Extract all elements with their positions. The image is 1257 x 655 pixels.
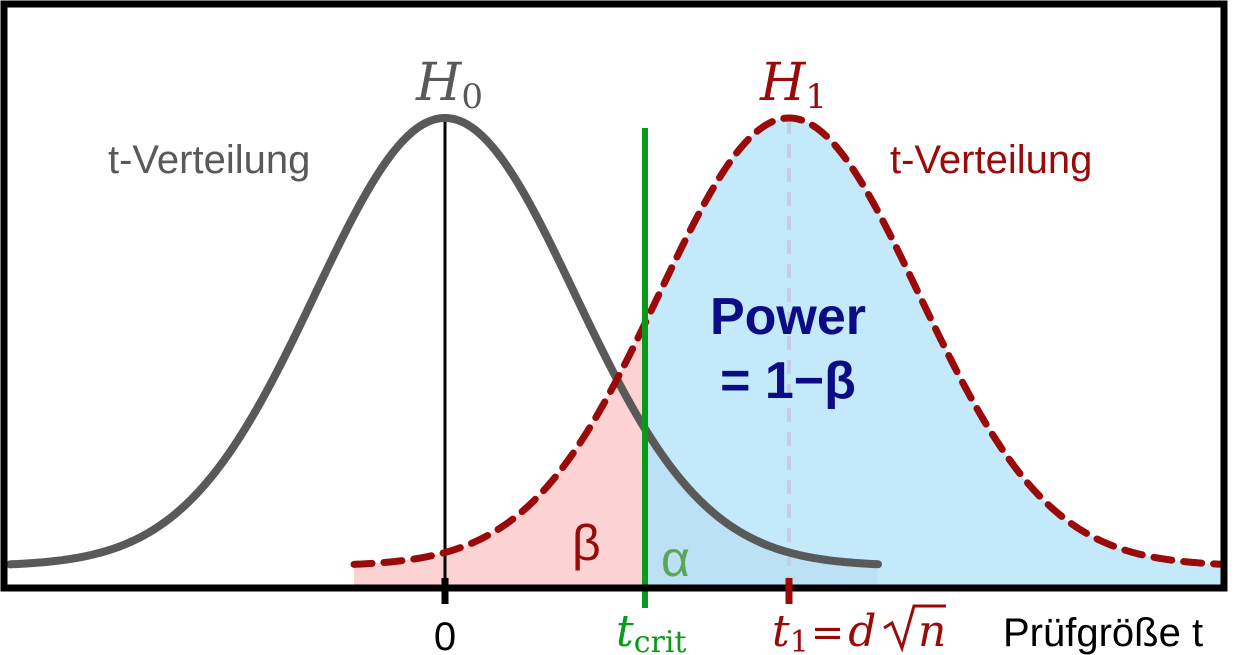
h1-curve bbox=[350, 114, 1226, 568]
h0-distribution-label: t-Verteilung bbox=[108, 138, 310, 182]
alpha-label: α bbox=[661, 531, 690, 587]
h1-label: H1 bbox=[759, 53, 827, 117]
power-label: Power bbox=[710, 288, 866, 346]
tick-zero-label: 0 bbox=[434, 615, 456, 655]
alpha-area bbox=[645, 428, 878, 588]
h1-distribution-label: t-Verteilung bbox=[890, 138, 1092, 182]
tcrit-label: tcrit bbox=[616, 606, 686, 655]
power-formula: = 1−β bbox=[720, 352, 856, 410]
beta-area bbox=[354, 325, 645, 588]
t1-formula: t1=d n bbox=[772, 604, 946, 655]
plot-frame bbox=[0, 0, 1228, 592]
sqrt-sign bbox=[883, 604, 946, 653]
power-area bbox=[645, 118, 1222, 588]
svg-text:n: n bbox=[918, 606, 946, 655]
svg-text:t1=d: t1=d bbox=[772, 606, 876, 655]
h0-curve bbox=[6, 114, 882, 569]
h0-label: H0 bbox=[415, 53, 483, 117]
x-axis-label: Prüfgröße t bbox=[1003, 611, 1203, 655]
beta-label: β bbox=[572, 515, 601, 571]
